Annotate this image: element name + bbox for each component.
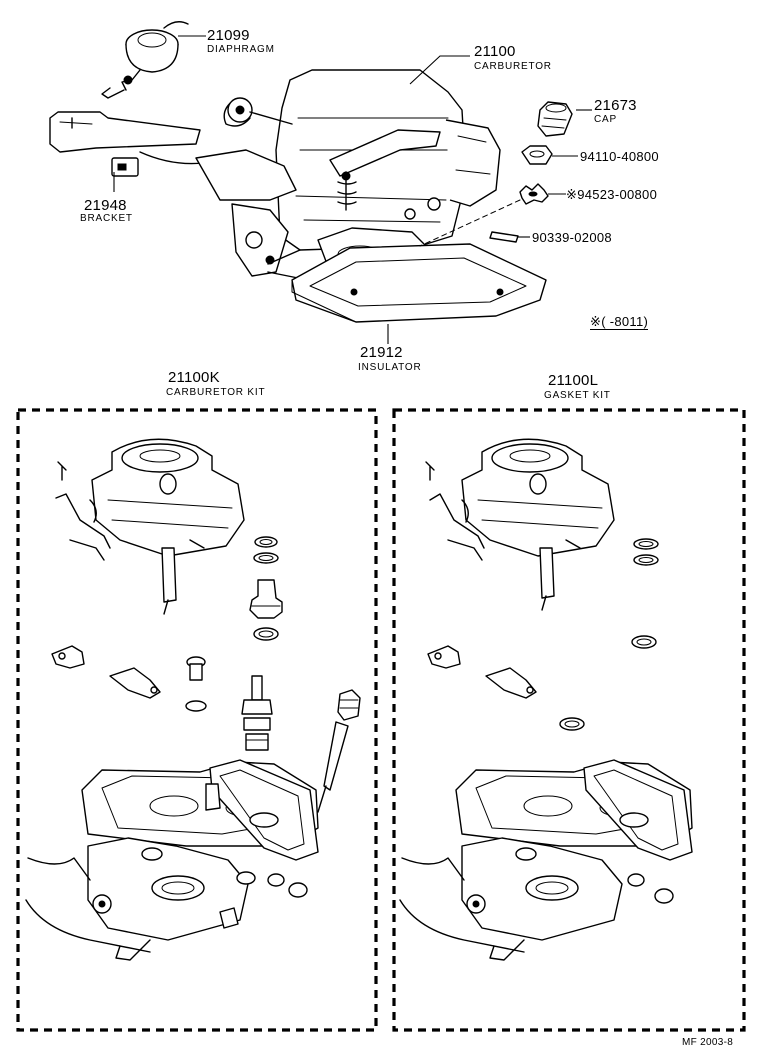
- leader-lines: [113, 35, 592, 344]
- carburetor-kit-box: [16, 408, 378, 1032]
- cap-part-name: CAP: [594, 114, 617, 125]
- serial-note: ※( -8011): [590, 314, 649, 330]
- insulator-drawing: [291, 243, 547, 323]
- carburetor-kit-drawing: [25, 438, 361, 961]
- nut-part-number: 94110-40800: [580, 149, 659, 164]
- gasket-kit-name: GASKET KIT: [544, 390, 611, 401]
- carburetor-part-name: CARBURETOR: [474, 61, 552, 72]
- diaphragm-part-number: 21099: [207, 27, 250, 44]
- diaphragm-drawing: [101, 21, 189, 99]
- bracket-part-name: BRACKET: [80, 213, 133, 224]
- gasket-kit-drawing: [399, 438, 693, 961]
- cap-part-number: 21673: [594, 97, 637, 114]
- bracket-part-number: 21948: [84, 197, 127, 214]
- insulator-part-number: 21912: [360, 344, 403, 361]
- carburetor-drawing: [195, 69, 501, 279]
- gasket-kit-number: 21100L: [548, 372, 599, 389]
- carburetor-kit-number: 21100K: [168, 369, 220, 386]
- small-hardware-drawing: [419, 101, 573, 247]
- diaphragm-part-name: DIAPHRAGM: [207, 44, 275, 55]
- carburetor-part-number: 21100: [474, 43, 516, 60]
- pin-part-number: 90339-02008: [532, 230, 612, 245]
- gasket-kit-box: [392, 408, 746, 1032]
- bracket-drawing: [49, 111, 221, 177]
- insulator-part-name: INSULATOR: [358, 362, 422, 373]
- reference-code: MF 2003-8: [682, 1037, 734, 1048]
- washer-part-number: ※94523-00800: [566, 187, 658, 202]
- carburetor-kit-name: CARBURETOR KIT: [166, 387, 266, 398]
